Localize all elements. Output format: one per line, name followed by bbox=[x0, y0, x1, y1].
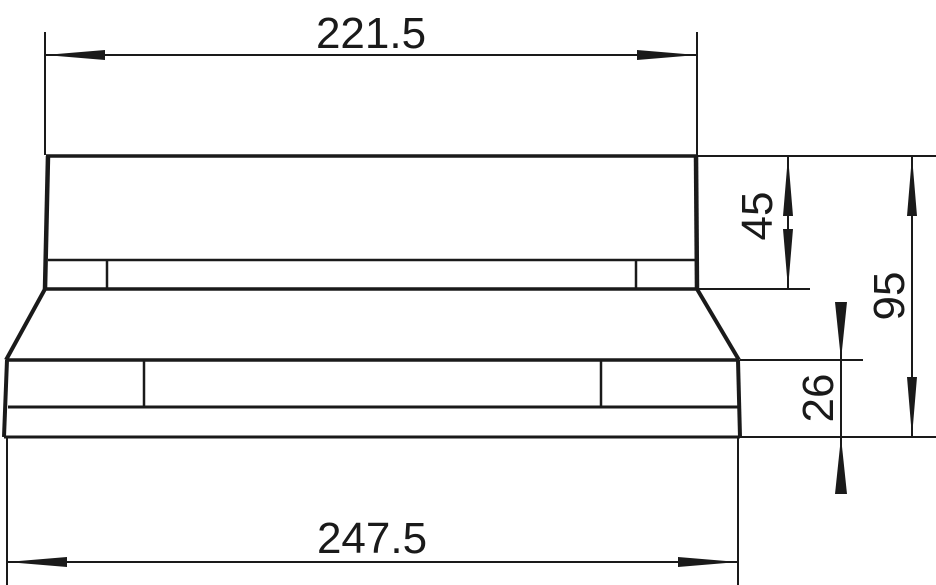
taper-right-edge bbox=[695, 287, 741, 362]
part-outline bbox=[2, 154, 742, 439]
upper-block-right-edge bbox=[693, 155, 700, 290]
bottom-width-dimension: 247.5 bbox=[6, 437, 739, 585]
right-extension-lines bbox=[698, 155, 936, 438]
top-width-label: 221.5 bbox=[316, 9, 426, 58]
lower-height-dimension: 26 bbox=[794, 302, 847, 494]
upper-block-left-edge bbox=[42, 155, 51, 290]
arrow-down-icon bbox=[835, 302, 847, 360]
total-height-label: 95 bbox=[865, 272, 914, 321]
lower-block-right-edge bbox=[736, 359, 742, 438]
lower-block-left-edge bbox=[2, 359, 9, 438]
upper-height-dimension: 45 bbox=[733, 156, 793, 289]
top-width-dimension: 221.5 bbox=[44, 9, 698, 155]
bottom-width-label: 247.5 bbox=[317, 514, 427, 563]
lower-height-label: 26 bbox=[794, 374, 843, 423]
taper-left-edge bbox=[4, 288, 47, 361]
upper-height-label: 45 bbox=[733, 192, 782, 241]
total-height-dimension: 95 bbox=[865, 156, 917, 437]
arrow-up-icon bbox=[835, 437, 847, 494]
